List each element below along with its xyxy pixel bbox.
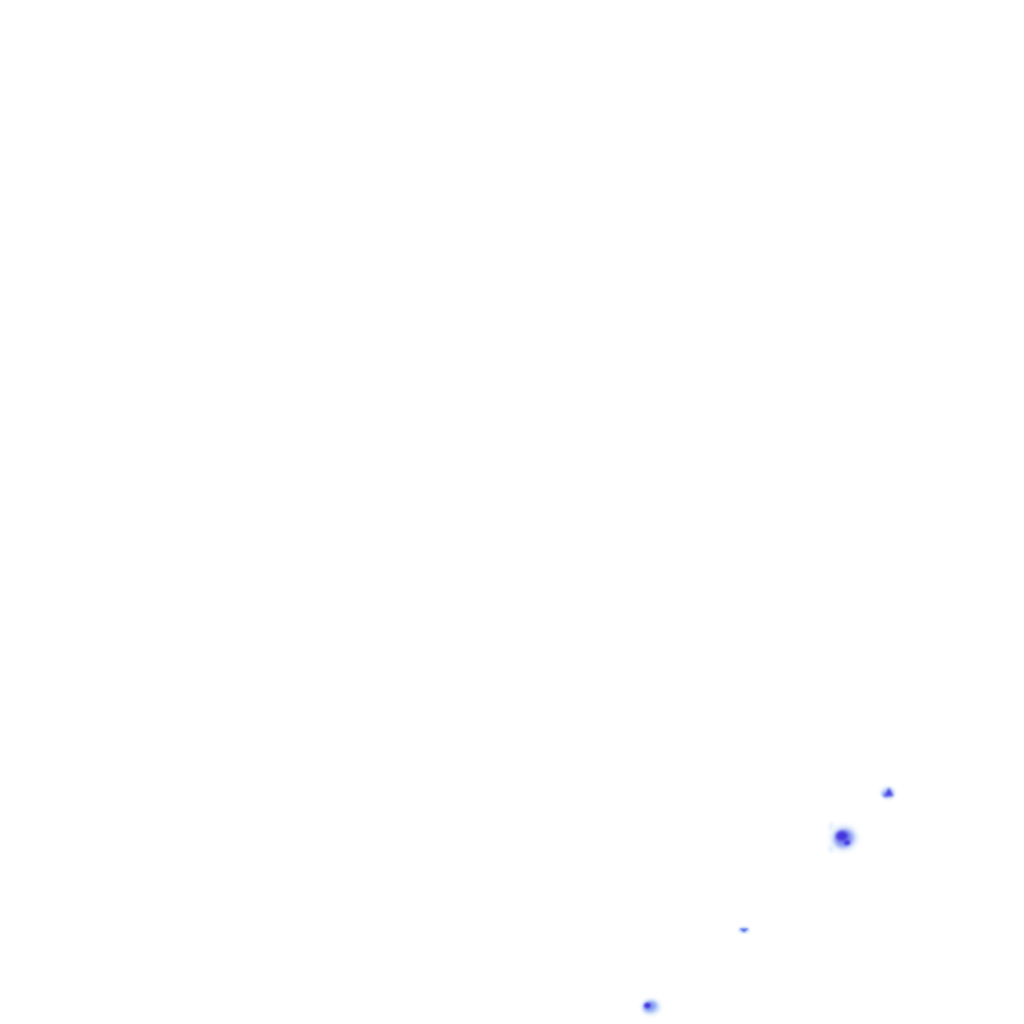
blob-bottom-small-layer-2 — [644, 1002, 651, 1009]
blob-tiny-wedge-layer-1 — [739, 928, 749, 933]
blob-tiny-wedge — [738, 927, 750, 933]
blob-large-fuzzy-layer-5 — [843, 839, 851, 846]
blob-large-fuzzy — [828, 822, 857, 853]
blob-large-fuzzy-layer-1 — [828, 822, 834, 830]
blob-large-fuzzy-layer-4 — [836, 831, 848, 841]
blob-bottom-small — [642, 999, 660, 1015]
blob-large-fuzzy-layer-2 — [828, 845, 834, 853]
blob-small-arrow-layer-2 — [884, 787, 894, 797]
blob-small-arrow — [881, 787, 895, 799]
